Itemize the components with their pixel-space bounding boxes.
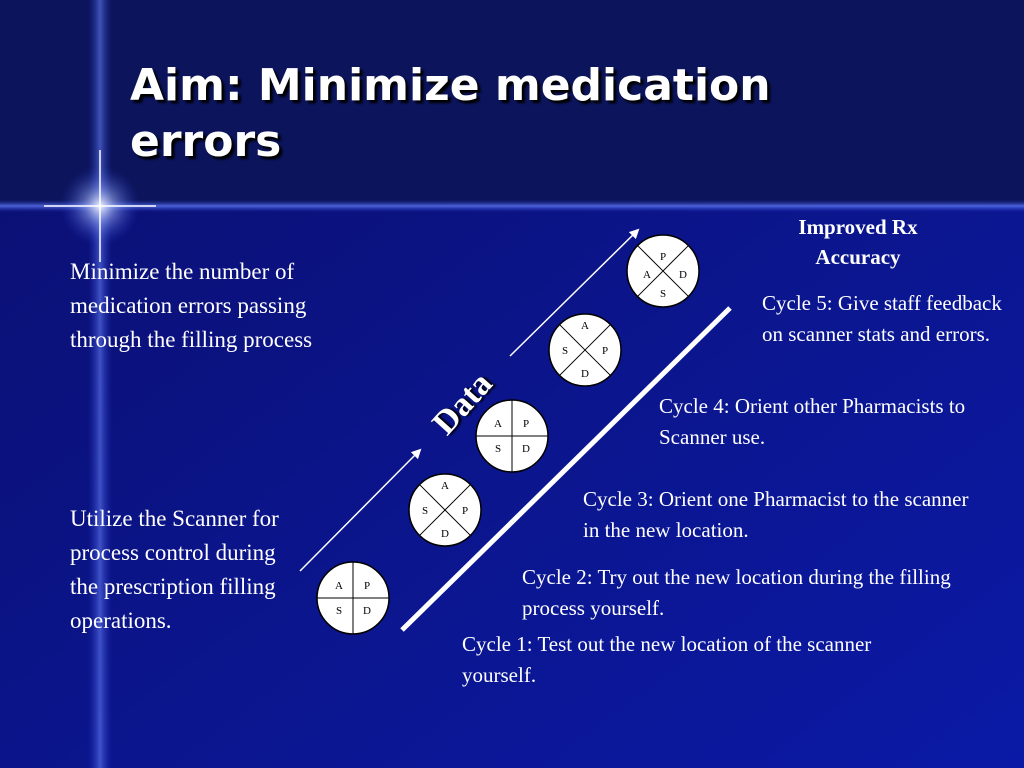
cycle-3-text: Cycle 3: Orient one Pharmacist to the sc… <box>583 487 969 542</box>
pdsa-letter-p: P <box>364 580 370 592</box>
pdsa-letter-d: D <box>363 605 371 617</box>
pdsa-letter-a: A <box>581 320 589 332</box>
pdsa-letter-s: S <box>660 288 666 300</box>
improved-rx-label: Improved Rx Accuracy <box>798 215 918 269</box>
pdsa-letter-d: D <box>522 443 530 455</box>
pdsa-letter-a: A <box>335 580 343 592</box>
pdsa-letter-d: D <box>581 368 589 380</box>
aim-description: Minimize the number of medication errors… <box>70 259 313 352</box>
pdsa-letter-p: P <box>602 345 608 357</box>
cycle-1-text: Cycle 1: Test out the new location of th… <box>462 632 872 687</box>
cycle-4-text: Cycle 4: Orient other Pharmacists to Sca… <box>659 394 966 449</box>
pdsa-letter-p: P <box>660 251 666 263</box>
pdsa-circle-5: AP S D <box>626 234 700 308</box>
pdsa-letter-s: S <box>495 443 501 455</box>
cycle-2-text: Cycle 2: Try out the new location during… <box>522 565 951 620</box>
pdsa-letter-d: D <box>441 528 449 540</box>
pdsa-circle-3: A P S D <box>475 399 549 473</box>
pdsa-circle-4: A P S D <box>548 313 622 387</box>
data-arrow-upper <box>509 228 640 357</box>
scanner-description: Utilize the Scanner for process control … <box>70 506 279 633</box>
cycle-5-text: Cycle 5: Give staff feedback on scanner … <box>762 291 1002 346</box>
pdsa-letter-p: P <box>523 418 529 430</box>
pdsa-letter-a: A <box>441 480 449 492</box>
pdsa-letter-p: P <box>462 505 468 517</box>
pdsa-letter-a: A <box>494 418 502 430</box>
pdsa-letter-a: A <box>643 269 651 281</box>
pdsa-letter-d: D <box>679 269 687 281</box>
pdsa-circle-1: A P S D <box>316 561 390 635</box>
slide-title: Aim: Minimize medication errors <box>130 60 771 167</box>
pdsa-letter-s: S <box>422 505 428 517</box>
data-arrow-lower <box>299 448 422 572</box>
pdsa-letter-s: S <box>562 345 568 357</box>
ramp-line <box>400 306 732 632</box>
pdsa-letter-s: S <box>336 605 342 617</box>
pdsa-circle-2: A P S D <box>408 473 482 547</box>
